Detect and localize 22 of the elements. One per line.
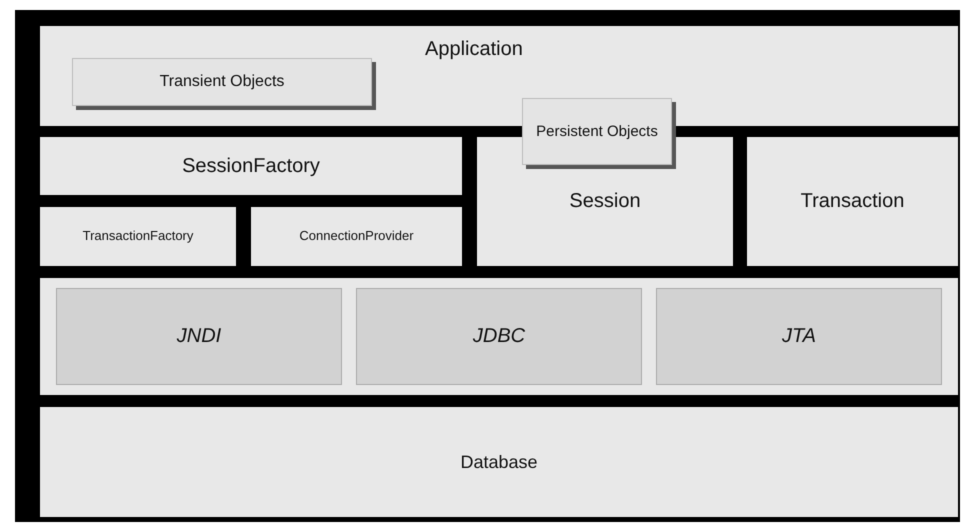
node-label: Session <box>569 190 641 213</box>
api-box <box>56 288 342 385</box>
layer-band <box>40 278 958 395</box>
node-label: Transaction <box>800 190 904 213</box>
node-label: TransactionFactory <box>82 229 194 244</box>
api-box <box>656 288 942 385</box>
api-box <box>356 288 642 385</box>
node-label: SessionFactory <box>182 154 320 178</box>
layer-band <box>40 407 958 517</box>
node-label: Persistent Objects <box>536 122 658 140</box>
node-label: Transient Objects <box>160 72 284 92</box>
node-label: ConnectionProvider <box>299 229 414 244</box>
component-box <box>251 207 462 266</box>
node-label: JNDI <box>176 325 222 348</box>
node-label: Database <box>460 452 538 472</box>
node-label: JTA <box>782 325 816 348</box>
layer-band <box>40 26 958 126</box>
node-label: Application <box>425 38 523 61</box>
component-box <box>40 207 236 266</box>
component-box <box>747 137 958 266</box>
component-box <box>40 137 462 195</box>
node-label: JDBC <box>472 325 526 348</box>
